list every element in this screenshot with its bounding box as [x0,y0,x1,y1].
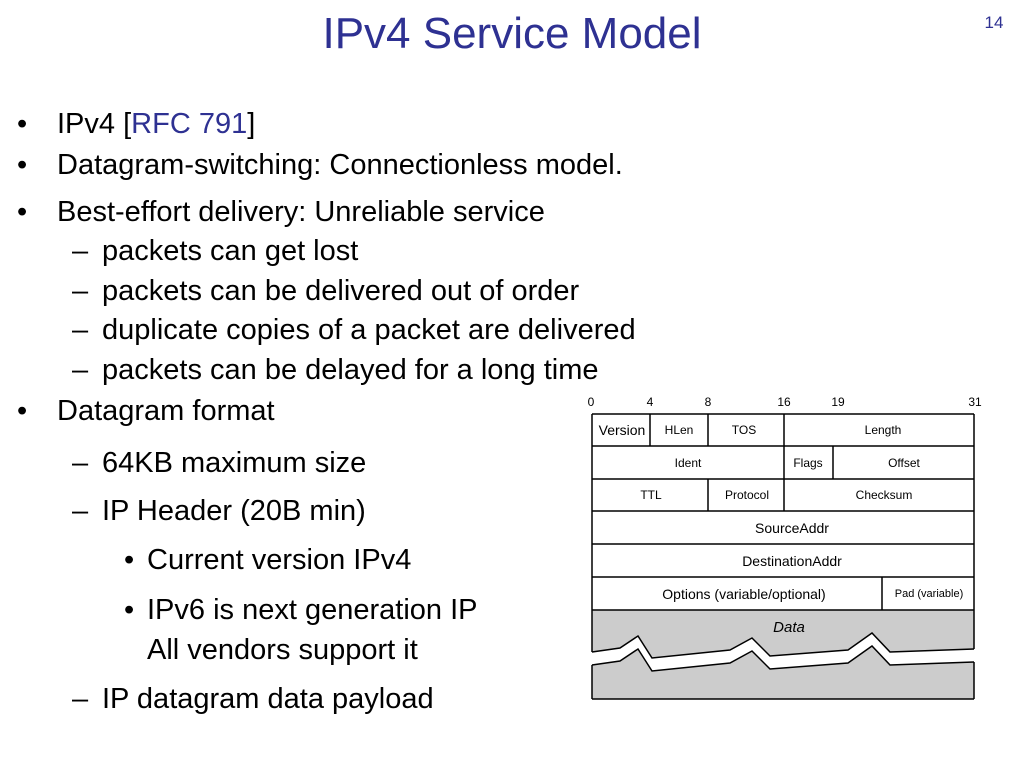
sub-delayed: packets can be delayed for a long time [102,354,599,386]
bit-tick-31: 31 [968,395,982,409]
bullet-ipv4-prefix: IPv4 [ [57,108,132,140]
field-destination-addr: DestinationAddr [742,553,842,569]
field-source-addr: SourceAddr [755,520,829,536]
field-length: Length [865,423,902,437]
sub-packets-lost: packets can get lost [102,235,359,267]
slide-title: IPv4 Service Model [322,9,702,58]
break-line-bottom [591,645,975,672]
subsub-vendors: All vendors support it [147,634,418,666]
dash-marker: – [72,683,89,715]
bit-tick-4: 4 [647,395,654,409]
field-version: Version [599,422,646,438]
field-ttl: TTL [640,488,662,502]
bullet-marker: • [17,149,28,181]
bullet-best-effort: Best-effort delivery: Unreliable service [57,196,545,228]
bullet-datagram-format: Datagram format [57,395,275,427]
bullet-ipv4: IPv4 [RFC 791] [57,107,255,141]
field-offset: Offset [888,456,920,470]
dash-marker: – [72,275,89,307]
field-ident: Ident [675,456,702,470]
dash-marker: – [72,235,89,267]
slide-number: 14 [984,13,1004,32]
bit-tick-8: 8 [705,395,712,409]
bullet-marker: • [17,108,28,140]
dash-marker: – [72,495,89,527]
bullet-marker: • [17,196,28,228]
bit-tick-19: 19 [831,395,845,409]
field-checksum: Checksum [856,488,913,502]
bullet-ipv4-suffix: ] [247,108,256,140]
subsub-current-version: Current version IPv4 [147,544,412,576]
field-flags: Flags [793,456,822,470]
bullet-marker: • [124,594,135,626]
break-band [592,633,974,671]
bit-tick-16: 16 [777,395,791,409]
bit-tick-0: 0 [588,395,595,409]
subsub-ipv6: IPv6 is next generation IP [147,594,478,626]
sub-out-of-order: packets can be delivered out of order [102,275,580,307]
field-tos: TOS [732,423,756,437]
sub-data-payload: IP datagram data payload [102,683,434,715]
dash-marker: – [72,447,89,479]
field-pad: Pad (variable) [895,588,963,600]
field-data: Data [773,619,805,636]
dash-marker: – [72,354,89,386]
bullet-marker: • [17,395,28,427]
rfc-791-link[interactable]: RFC 791 [131,108,248,140]
dash-marker: – [72,314,89,346]
bullet-datagram-switching: Datagram-switching: Connectionless model… [57,149,623,181]
sub-max-size: 64KB maximum size [102,447,367,479]
field-hlen: HLen [665,423,694,437]
field-options: Options (variable/optional) [662,586,825,602]
bullet-marker: • [124,544,135,576]
break-line-top [591,632,975,659]
field-protocol: Protocol [725,488,769,502]
sub-duplicate-copies: duplicate copies of a packet are deliver… [102,314,636,346]
sub-ip-header: IP Header (20B min) [102,495,366,527]
